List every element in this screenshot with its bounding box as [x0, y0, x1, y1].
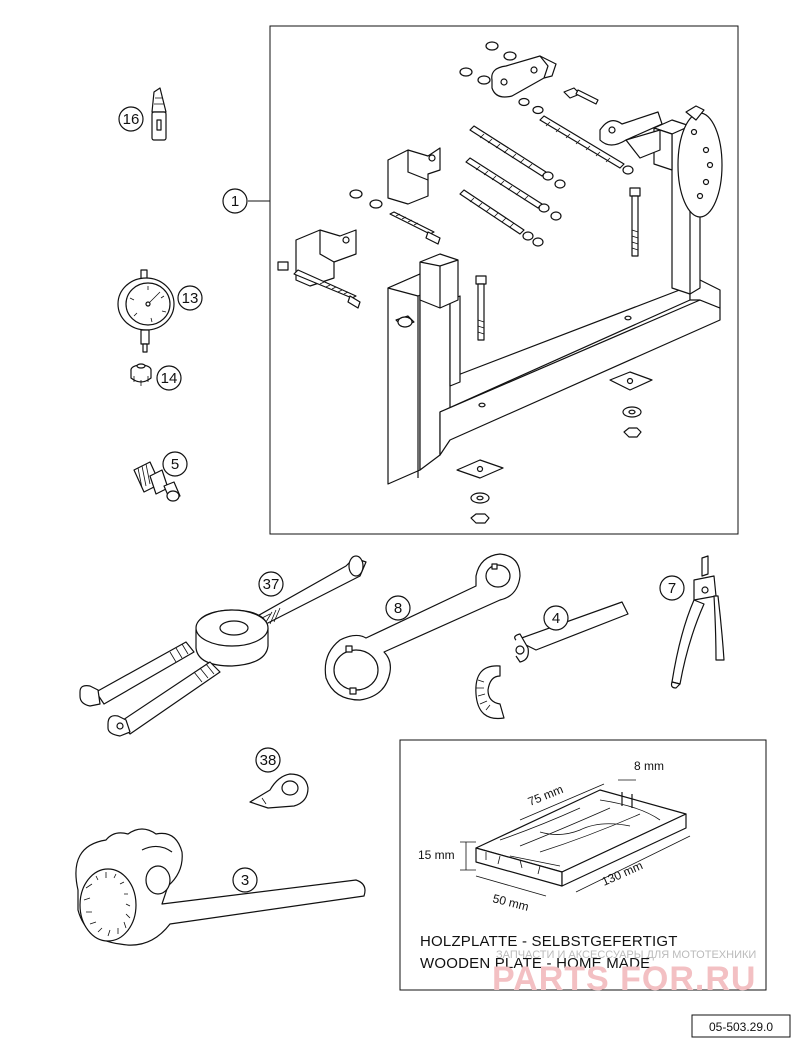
- callout-5: 5: [162, 451, 188, 477]
- callout-13: 13: [177, 285, 203, 311]
- assembly-frame-box: [269, 25, 739, 535]
- wooden-plate-box: [399, 739, 767, 991]
- svg-text:5: 5: [171, 456, 179, 473]
- dim-15mm: 15 mm: [418, 848, 455, 862]
- part-13-dial-gauge: [117, 269, 175, 353]
- svg-text:13: 13: [182, 290, 199, 307]
- part-8-pin-wrench: [324, 553, 521, 701]
- svg-text:1: 1: [231, 193, 239, 210]
- drawing-code-box: 05-503.29.0: [691, 1014, 791, 1038]
- svg-text:05-503.29.0: 05-503.29.0: [709, 1020, 773, 1034]
- threaded-rods: [459, 87, 634, 247]
- svg-text:37: 37: [263, 576, 280, 593]
- dim-50mm: 50 mm: [491, 891, 530, 913]
- dim-75mm: 75 mm: [526, 782, 565, 809]
- part-37-puller: [79, 555, 367, 737]
- part-38-gauge-plate: [249, 773, 309, 809]
- part-4-hook-wrench: [475, 601, 629, 720]
- dim-8mm: 8 mm: [634, 759, 664, 773]
- part-5-fitting: [133, 461, 181, 502]
- callout-14: 14: [156, 365, 182, 391]
- wooden-plate-drawing: [460, 779, 691, 897]
- watermark-logo: PARTS FOR.RU: [492, 960, 756, 998]
- callout-7: 7: [659, 575, 685, 601]
- svg-text:14: 14: [161, 370, 178, 387]
- part-7-circlip-pliers: [670, 555, 725, 689]
- callout-4: 4: [543, 605, 569, 631]
- part-3-holding-wrench: [75, 828, 366, 946]
- watermark-tagline: ЗАПЧАСТИ И АКСЕССУАРЫ ДЛЯ МОТОТЕХНИКИ: [496, 949, 756, 961]
- svg-text:16: 16: [123, 111, 140, 128]
- svg-text:4: 4: [552, 610, 560, 627]
- callout-37: 37: [258, 571, 284, 597]
- callout-1: 1: [222, 188, 248, 214]
- part-14-adapter: [130, 363, 152, 386]
- callout-38: 38: [255, 747, 281, 773]
- engine-stand-assembly: [277, 41, 723, 524]
- caption-de: HOLZPLATTE - SELBSTGEFERTIGT: [420, 933, 678, 950]
- svg-text:7: 7: [668, 580, 676, 597]
- callout-3: 3: [232, 867, 258, 893]
- callout-8: 8: [385, 595, 411, 621]
- callout-16: 16: [118, 106, 144, 132]
- svg-text:3: 3: [241, 872, 249, 889]
- svg-text:8: 8: [394, 600, 402, 617]
- caption-en: WOODEN PLATE - HOME MADE: [420, 955, 650, 972]
- svg-text:38: 38: [260, 752, 277, 769]
- part-16-tool: [151, 87, 167, 141]
